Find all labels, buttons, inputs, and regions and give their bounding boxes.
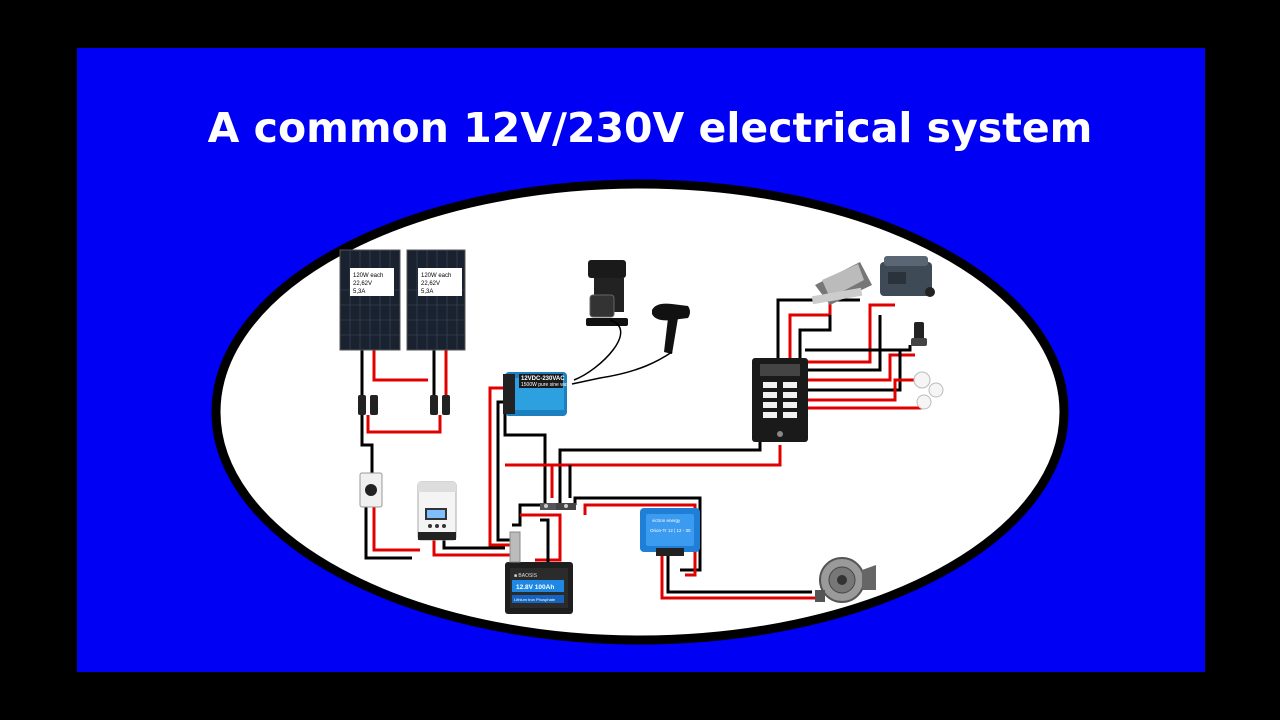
solar-isolator-icon bbox=[359, 472, 383, 508]
solar-panel-2: 120W each 22,62V 5,3A bbox=[406, 249, 466, 351]
panel-1-voltage: 22,62V bbox=[353, 281, 372, 287]
battery-brand: ■ BAOSIS bbox=[514, 573, 538, 579]
charger-model: Orion-Tr 12 | 12 - 30 bbox=[650, 528, 691, 533]
panel-2-voltage: 22,62V bbox=[421, 281, 440, 287]
panel-2-power: 120W each bbox=[421, 273, 451, 279]
dc-dc-charger-icon: victron energy Orion-Tr 12 | 12 - 30 bbox=[640, 508, 700, 556]
page-title: A common 12V/230V electrical system bbox=[207, 104, 1093, 152]
inverter-icon: 12VDC-230VAC 1500W pure sine wav bbox=[503, 372, 570, 416]
hair-dryer-icon bbox=[571, 303, 690, 385]
roof-fan-icon bbox=[811, 262, 872, 305]
fuse-box-icon bbox=[752, 358, 808, 442]
inverter-output: 1500W pure sine wav bbox=[521, 382, 570, 388]
wires bbox=[360, 298, 922, 600]
battery-icon: ■ BAOSIS 12.8V 100Ah Lithium Iron Phosph… bbox=[505, 531, 573, 614]
mppt-controller-icon bbox=[417, 481, 457, 541]
charger-brand: victron energy bbox=[652, 518, 681, 523]
panel-2-current: 5,3A bbox=[421, 289, 433, 295]
fridge-icon bbox=[880, 256, 935, 297]
solar-panel-1: 120W each 22,62V 5,3A bbox=[339, 249, 401, 351]
busbar-icon bbox=[540, 503, 576, 510]
alternator-icon bbox=[815, 557, 876, 603]
mc4-connectors-icon bbox=[358, 395, 450, 415]
usb-socket-icon bbox=[911, 322, 927, 346]
inverter-rating: 12VDC-230VAC bbox=[521, 376, 565, 382]
panel-1-current: 5,3A bbox=[353, 289, 365, 295]
battery-capacity: 12.8V 100Ah bbox=[516, 584, 554, 591]
light-bulbs-icon bbox=[913, 371, 944, 410]
coffee-maker-icon bbox=[586, 260, 628, 326]
panel-1-power: 120W each bbox=[353, 273, 383, 279]
battery-chemistry: Lithium Iron Phosphate bbox=[514, 597, 556, 602]
